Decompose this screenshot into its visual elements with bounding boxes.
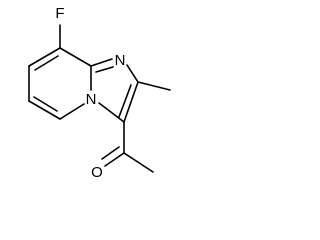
bond-c7-c8 [28,47,61,67]
fluorine-atom-label: F [55,5,64,22]
bond-c3-n4 [98,102,125,123]
chemical-structure-diagram: F N N O [28,5,171,181]
bond-n4-c5 [59,103,85,120]
bridgehead-nitrogen-label: N [86,91,97,108]
bond-c5-c6-inner [33,96,58,112]
bond-c5-c6 [28,100,61,120]
bond-c7-c8-inner [34,55,59,71]
bond-lines [28,24,171,173]
bond-c8a-n1 [90,58,113,67]
bond-c2-c3-inner [118,84,132,118]
bond-c8a-n1-inner [95,66,114,73]
atom-labels: F N N O [55,5,125,181]
bond-c8-c8a [59,47,92,67]
carbonyl-oxygen-label: O [91,164,103,181]
imine-nitrogen-label: N [115,52,126,69]
bond-carbonyl-methyl [123,152,154,173]
bond-c2-c3 [123,81,139,123]
bond-carbonyl-oxygen-double [101,146,120,160]
bond-n1-c2 [126,64,139,83]
bond-c2-methyl [137,81,171,91]
bond-carbonyl-oxygen [104,152,125,167]
